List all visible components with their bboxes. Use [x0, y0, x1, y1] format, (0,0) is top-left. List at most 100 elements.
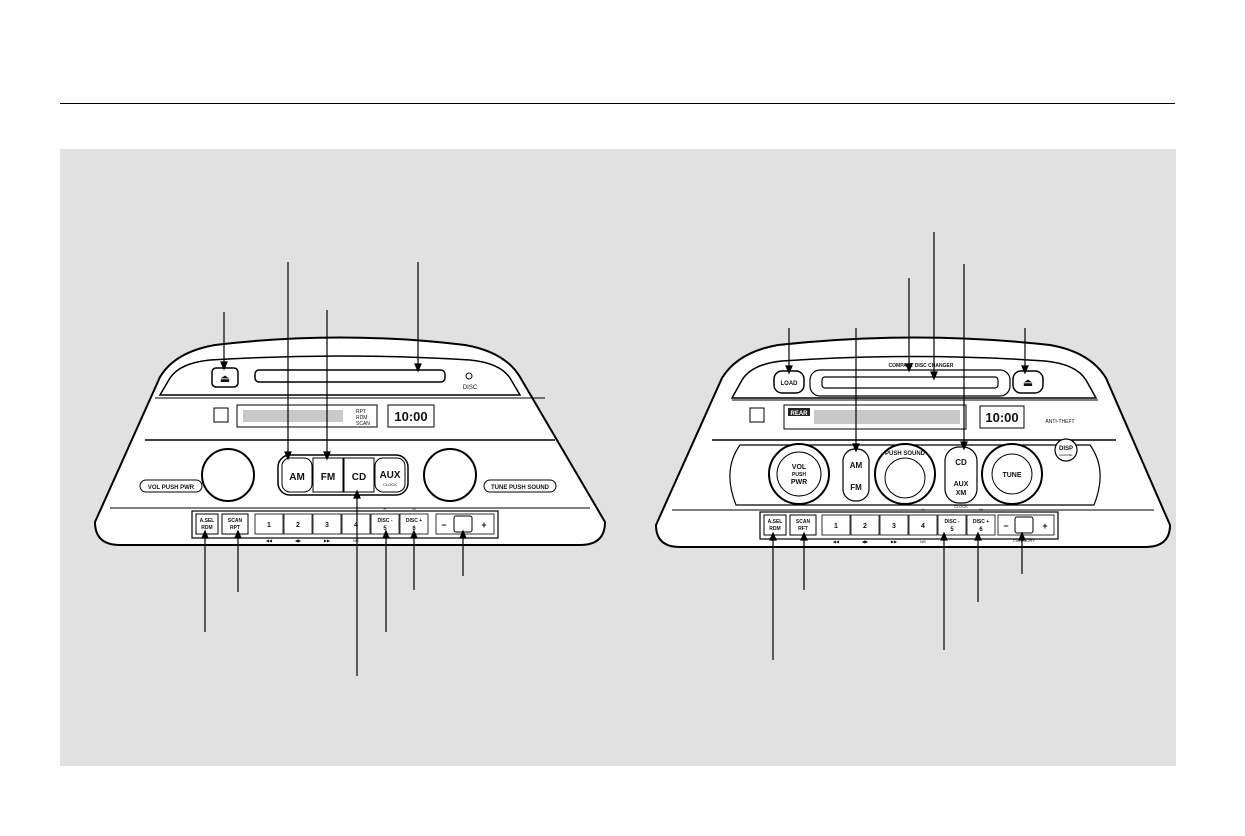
- left-preset-label-1: 1: [267, 522, 271, 529]
- right-slot-label: COMPACT DISC CHANGER: [889, 363, 954, 369]
- left-rdm-label: RDM: [201, 525, 212, 531]
- right-disp-sub: CHANNEL: [1059, 453, 1074, 457]
- left-preset-label-4: 4: [354, 522, 358, 529]
- left-fm-button[interactable]: [312, 457, 344, 493]
- right-rdm-label: RDM: [769, 526, 780, 532]
- right-preset-2[interactable]: [850, 514, 880, 536]
- left-am-label: AM: [289, 472, 305, 483]
- right-h-mark: H: [922, 507, 925, 512]
- left-preset-label-6: 6: [412, 526, 416, 532]
- right-vol-line-3: PWR: [791, 479, 807, 486]
- right-preset-1[interactable]: [821, 514, 851, 536]
- left-cd-button[interactable]: [343, 457, 375, 493]
- right-fm-label: FM: [850, 483, 862, 492]
- left-plus-label: +: [481, 520, 486, 530]
- right-disp-label: DISP: [1059, 446, 1073, 452]
- right-display-tag-box: [788, 408, 810, 416]
- right-display-segments: [814, 410, 960, 424]
- left-rpt-label: RPT: [230, 525, 240, 531]
- left-volume-knob[interactable]: [201, 448, 255, 502]
- left-disc-slot: [254, 369, 446, 383]
- right-preset-buttons: [821, 514, 996, 536]
- right-preset-4[interactable]: [908, 514, 938, 536]
- left-preset-4[interactable]: [341, 513, 371, 535]
- right-band-button[interactable]: [842, 448, 870, 502]
- right-vol-line-2: PUSH: [792, 472, 806, 478]
- right-eject-button[interactable]: [1012, 370, 1044, 394]
- left-preset-label-3: 3: [325, 522, 329, 529]
- right-cd-aux-button[interactable]: [944, 446, 978, 504]
- left-disc-minus-label: DISC -: [378, 518, 393, 524]
- header-rule: [60, 103, 1175, 104]
- left-scan-label: SCAN: [228, 518, 243, 524]
- right-scan-label: SCAN: [796, 519, 811, 525]
- left-preset-buttons: [254, 513, 429, 535]
- right-nr-mark: NR: [920, 539, 926, 544]
- left-vol-tag: [139, 479, 203, 493]
- left-preset-1[interactable]: [254, 513, 284, 535]
- left-aux-button[interactable]: [374, 457, 406, 493]
- right-preset-3[interactable]: [879, 514, 909, 536]
- right-rew-mark: ◀◀: [833, 539, 840, 544]
- left-preset-3[interactable]: [312, 513, 342, 535]
- left-ab-mark: ◀▶: [295, 538, 302, 543]
- right-minus-label: −: [1003, 521, 1008, 531]
- right-asel-button[interactable]: [763, 514, 787, 536]
- right-preset-label-3: 3: [892, 523, 896, 530]
- left-preset-2[interactable]: [283, 513, 313, 535]
- right-plus-label: +: [1042, 521, 1047, 531]
- right-clock-caption: CLOCK: [954, 504, 968, 509]
- left-nr-mark: NR: [353, 538, 359, 543]
- left-minus-label: −: [441, 520, 446, 530]
- left-preset-label-5: 5: [383, 526, 387, 532]
- right-eject-icon: ⏏: [1023, 377, 1033, 389]
- left-fm-label: FM: [321, 472, 335, 483]
- left-scan-indicator: SCAN: [356, 421, 370, 427]
- right-anti-theft-label: ANTI-THEFT: [1045, 419, 1074, 425]
- right-display-tag: REAR: [790, 411, 808, 417]
- right-rft-label: RFT: [798, 526, 808, 532]
- right-cd-label: CD: [955, 458, 967, 467]
- left-vol-label: VOL PUSH PWR: [148, 485, 195, 491]
- left-disc-label: DISC: [463, 385, 478, 391]
- left-callout-lines: [201, 262, 467, 676]
- left-clock-display: [387, 404, 435, 428]
- right-vol-line-1: VOL: [792, 464, 807, 471]
- left-h-mark: H: [384, 506, 387, 511]
- right-scan-button[interactable]: [789, 514, 817, 536]
- right-sound-label: PUSH SOUND: [885, 451, 926, 457]
- right-aux-bottom-label: XM: [956, 490, 967, 497]
- left-disc-led: [465, 372, 473, 380]
- left-cd-logo: [213, 407, 229, 423]
- right-select-icon: [1014, 516, 1034, 534]
- right-aux-top-label: AUX: [954, 481, 969, 488]
- left-display-segments: [243, 410, 343, 422]
- right-callout-lines: [769, 232, 1029, 660]
- left-tune-knob[interactable]: [423, 448, 477, 502]
- right-am-label: AM: [850, 461, 863, 470]
- left-rew-mark: ◀◀: [266, 538, 273, 543]
- left-asel-button[interactable]: [195, 513, 219, 535]
- left-ff-mark: ▶▶: [324, 538, 331, 543]
- left-eject-icon: ⏏: [220, 373, 230, 385]
- right-disp-button[interactable]: [1054, 438, 1078, 462]
- left-aux-sub: CLOCK: [383, 482, 397, 487]
- right-preset-5[interactable]: [937, 514, 967, 536]
- left-scan-button[interactable]: [221, 513, 249, 535]
- left-m-mark: M: [412, 506, 415, 511]
- right-m-mark: M: [979, 507, 982, 512]
- left-tune-tag: [483, 479, 557, 493]
- left-am-button[interactable]: [281, 457, 313, 493]
- right-clock-display: [979, 405, 1025, 429]
- right-ff-mark: ▶▶: [891, 539, 898, 544]
- right-preset-label-1: 1: [834, 523, 838, 530]
- right-audio-unit: LOAD COMPACT DISC CHANGER ⏏ REAR 10:00 A…: [654, 336, 1172, 548]
- right-load-label: LOAD: [781, 381, 799, 387]
- right-preset-6[interactable]: [966, 514, 996, 536]
- right-tune-label: TUNE: [1002, 472, 1021, 479]
- left-rpt-indicator: RPT: [356, 409, 366, 415]
- left-disc-plus-label: DISC +: [406, 518, 422, 524]
- right-disc-plus-label: DISC +: [973, 519, 989, 525]
- right-cd-logo: [749, 407, 765, 423]
